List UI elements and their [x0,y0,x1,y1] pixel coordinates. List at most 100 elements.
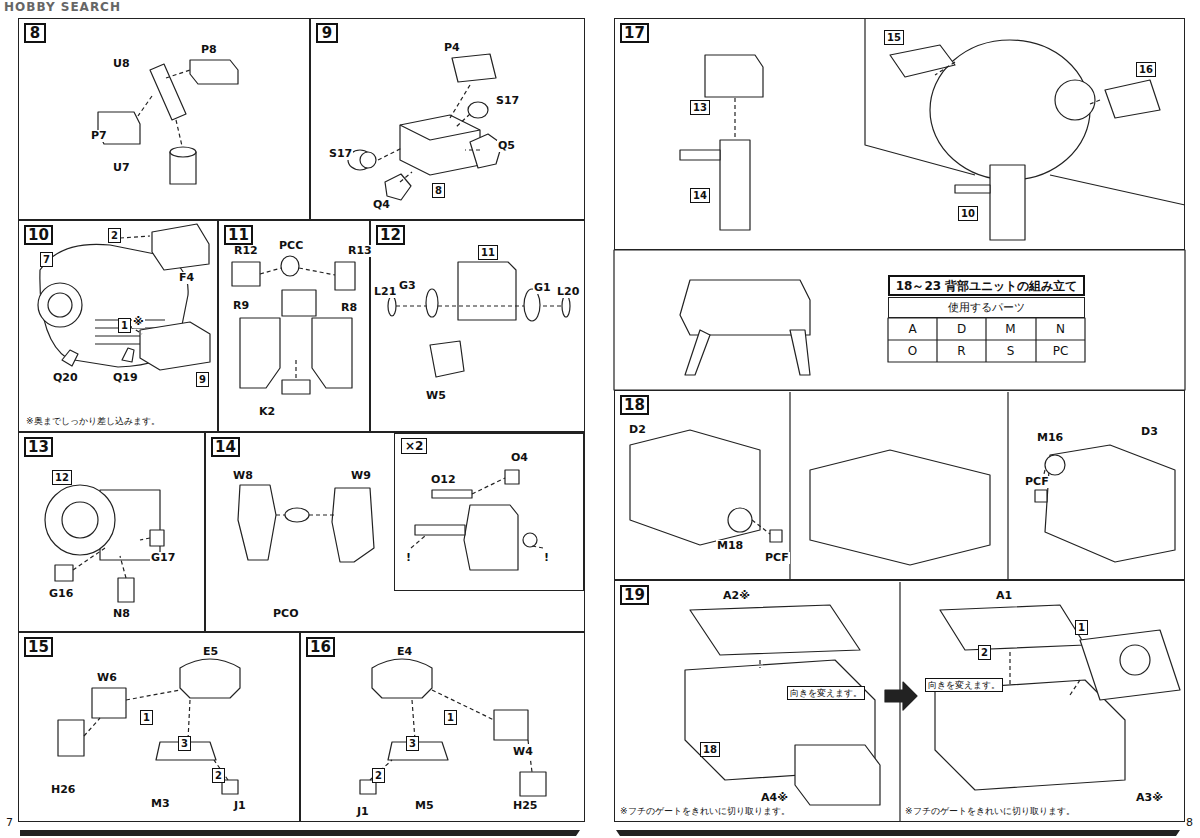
part-callout: U7 [112,162,131,174]
subassembly-ref: 2 [212,768,225,783]
table-cell: PC [1036,344,1085,358]
step-number: 17 [620,23,649,43]
part-callout: Q4 [372,199,391,211]
part-callout: ! [405,552,412,564]
part-callout: F4 [178,272,195,284]
part-callout: S17 [328,148,353,160]
part-callout: O4 [510,452,529,464]
table-cell: A [888,322,937,336]
part-callout: A3※ [1135,792,1164,804]
table-cell: M [986,322,1035,336]
subassembly-ref: 10 [958,206,978,221]
step-number: 8 [24,23,46,43]
part-callout: W4 [512,746,534,758]
parts-table-header: 使用するパーツ [888,297,1085,318]
part-callout: P7 [90,130,108,142]
subassembly-ref: 2 [978,645,991,660]
repeat-count: ×2 [401,438,427,454]
subassembly-ref: 12 [52,470,72,485]
subassembly-ref: 7 [40,252,53,267]
part-callout: D3 [1140,426,1159,438]
part-callout: M5 [414,800,435,812]
table-header-text: 使用するパーツ [948,301,1025,314]
part-callout: Q19 [112,372,139,384]
subassembly-ref: 2 [372,768,385,783]
part-callout: O12 [430,474,457,486]
part-callout: PCC [278,240,304,252]
part-callout: A2※ [722,590,751,602]
step-panel: 19 [614,580,1185,822]
page-number: 8 [1186,817,1193,829]
part-callout: J1 [356,806,370,818]
part-callout: P4 [443,42,461,54]
part-callout: W8 [232,470,254,482]
subassembly-ref: 9 [196,372,209,387]
step-number: 14 [211,437,240,457]
part-callout: L20 [556,286,580,298]
step-number: 18 [620,395,649,415]
part-callout: H25 [512,800,539,812]
part-callout: L21 [373,286,397,298]
part-callout: A4※ [760,792,789,804]
part-callout: E4 [396,646,413,658]
part-callout: R12 [233,245,259,257]
part-callout: ! [543,552,550,564]
watermark: HOBBY SEARCH [4,1,121,14]
part-callout: U8 [112,58,131,70]
subassembly-ref: 15 [884,30,904,45]
step-number: 15 [24,637,53,657]
part-callout: R8 [340,302,358,314]
step-panel: 18 [614,390,1185,580]
subassembly-ref: 14 [690,188,710,203]
part-callout: N8 [112,608,131,620]
subassembly-ref: 3 [406,736,419,751]
part-callout: P8 [200,44,218,56]
part-callout: W9 [350,470,372,482]
step-number: 12 [376,225,405,245]
subassembly-ref: 1 [1075,620,1088,635]
subassembly-ref: 1 [140,710,153,725]
part-callout: A1 [995,590,1013,602]
step-panel: 8 [18,18,310,220]
note-text: ※奥までしっかり差し込みます。 [26,416,160,427]
subassembly-ref: 1 [118,318,131,333]
part-callout: J1 [233,800,247,812]
part-callout: R13 [347,245,373,257]
orientation-note: 向きを変えます。 [787,686,865,700]
step-number: 10 [24,225,53,245]
part-callout: G16 [48,588,74,600]
part-callout: E5 [202,646,219,658]
step-panel: 16 [300,632,585,822]
part-callout: M3 [150,798,171,810]
step-panel: 13 [18,432,205,632]
part-callout: H26 [50,784,77,796]
table-cell: N [1036,322,1085,336]
table-cell: S [986,344,1035,358]
part-callout: S17 [495,95,520,107]
part-callout: Q5 [497,140,516,152]
part-callout: Q20 [52,372,79,384]
part-callout: PCF [764,552,790,564]
part-callout: M18 [716,540,744,552]
part-callout: K2 [258,406,276,418]
note-text: ※フチのゲートをきれいに切り取ります。 [620,806,790,817]
part-callout: D2 [628,424,647,436]
step-number: 11 [224,225,253,245]
step-number: 16 [306,637,335,657]
part-callout: PCF [1024,476,1050,488]
page-number: 7 [6,817,13,829]
section-title: 18～23 背部ユニットの組み立て [888,275,1085,296]
part-callout: G3 [398,280,417,292]
table-cell: R [937,344,986,358]
subassembly-ref: 2 [108,228,121,243]
part-callout: ※ [132,316,145,328]
subassembly-ref: 11 [478,245,498,260]
subassembly-ref: 16 [1136,62,1156,77]
subassembly-ref: 8 [432,183,445,198]
part-callout: G1 [533,282,552,294]
subassembly-ref: 3 [178,736,191,751]
subassembly-ref: 1 [444,710,457,725]
step-number: 19 [620,585,649,605]
part-callout: G17 [150,552,176,564]
